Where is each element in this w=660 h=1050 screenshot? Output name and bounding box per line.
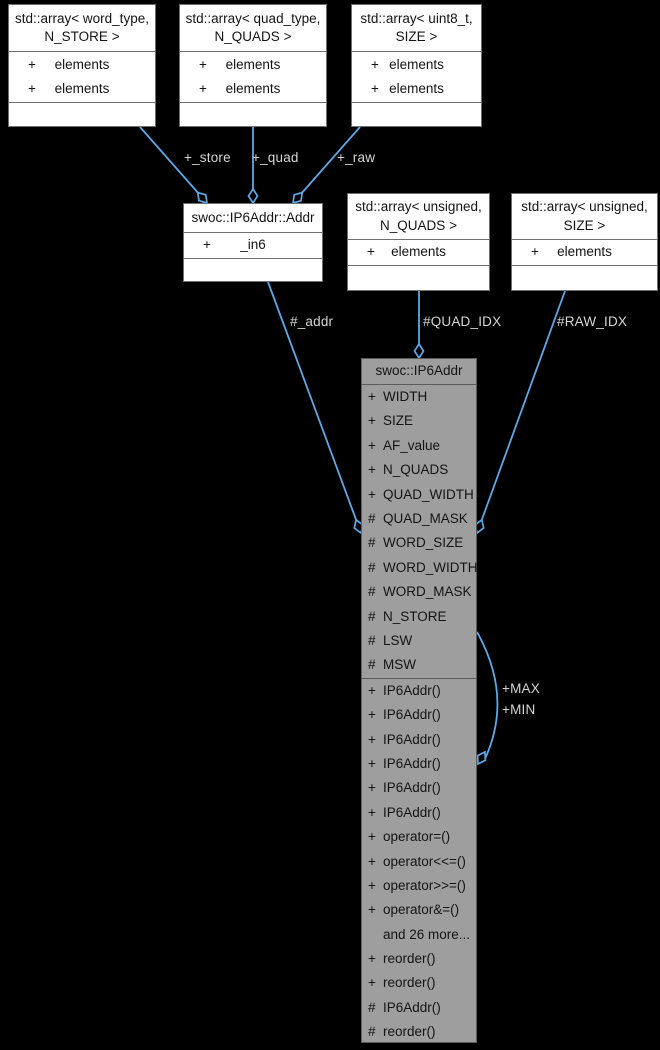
node-title: std::array< unsigned, N_QUADS >	[348, 194, 489, 240]
method-row: #reorder()	[368, 1024, 436, 1040]
aggregation-diamond-icon	[413, 342, 425, 360]
empty-compartment	[352, 102, 481, 126]
aggregation-diamond-icon	[247, 187, 259, 205]
edge-label-quad: +_quad	[252, 150, 299, 165]
attribute-row: +WIDTH	[368, 389, 428, 405]
method-row: #IP6Addr()	[368, 999, 441, 1015]
node-attributes: +WIDTH +SIZE +AF_value +N_QUADS +QUAD_WIDTH #…	[362, 385, 478, 678]
aggregation-diamond-icon	[196, 191, 209, 205]
node-title-line: std::array< unsigned,	[355, 199, 482, 215]
attribute-row: #WORD_MASK	[368, 584, 472, 600]
attribute-row: +AF_value	[368, 437, 441, 453]
attribute-row: +elements	[367, 244, 446, 260]
empty-compartment	[184, 258, 322, 281]
node-unsigned-size-array[interactable]: std::array< unsigned, SIZE > +elements	[511, 193, 658, 291]
attribute-row: +_in6	[203, 237, 266, 253]
edge-label-raw: +_raw	[337, 150, 376, 165]
attribute-row: +elements	[199, 56, 281, 72]
attribute-row: #WORD_SIZE	[368, 535, 464, 551]
node-attributes: +elements +elements	[352, 52, 481, 102]
node-word-type-array[interactable]: std::array< word_type, N_STORE > +elemen…	[8, 4, 156, 127]
empty-compartment	[512, 265, 657, 290]
attribute-row: +elements	[531, 244, 612, 260]
edge-addr	[267, 281, 362, 534]
node-methods: +IP6Addr() +IP6Addr() +IP6Addr() +IP6Addr()…	[362, 677, 476, 1045]
method-row: +IP6Addr()	[368, 707, 441, 723]
attribute-row: +elements	[28, 80, 110, 96]
method-row: +IP6Addr()	[368, 780, 441, 796]
edge-self-loop-max-min	[476, 631, 499, 762]
edge-label-max: +MAX	[502, 681, 540, 696]
empty-compartment	[180, 102, 326, 126]
node-attributes: +elements	[512, 240, 657, 265]
node-attributes: +elements	[348, 240, 489, 265]
edge-label-min: +MIN	[502, 702, 536, 717]
node-title: std::array< uint8_t, SIZE >	[352, 5, 481, 52]
attribute-row: #N_STORE	[368, 608, 447, 624]
attribute-row: #MSW	[368, 657, 416, 673]
edge-label-quad-idx: #QUAD_IDX	[423, 314, 502, 329]
method-row: +IP6Addr()	[368, 804, 441, 820]
edge-raw	[292, 126, 361, 204]
method-row: +IP6Addr()	[368, 682, 441, 698]
method-row: +reorder()	[368, 951, 436, 967]
method-row: +IP6Addr()	[368, 755, 441, 771]
node-title-line: std::array< quad_type,	[185, 10, 321, 26]
attribute-row: #WORD_WIDTH	[368, 559, 478, 575]
empty-compartment	[348, 265, 489, 290]
method-row: +operator=()	[368, 829, 451, 845]
node-title: swoc::IP6Addr	[362, 359, 476, 385]
attribute-row: +elements	[199, 80, 281, 96]
node-title-line: N_QUADS >	[380, 217, 457, 233]
attribute-row: #LSW	[368, 632, 413, 648]
node-title-line: N_QUADS >	[214, 29, 292, 44]
empty-compartment	[9, 102, 155, 126]
aggregation-diamond-icon	[476, 750, 487, 766]
node-title-line: N_STORE >	[44, 29, 120, 44]
node-title: std::array< quad_type, N_QUADS >	[180, 5, 326, 52]
attribute-row: +elements	[28, 56, 110, 72]
method-row: +operator<<=()	[368, 853, 466, 869]
node-title: std::array< word_type, N_STORE >	[9, 5, 155, 52]
node-title-line: swoc::IP6Addr::Addr	[191, 209, 315, 225]
node-ip6addr-main[interactable]: swoc::IP6Addr +WIDTH+SIZE+AF_value+N_QUA…	[361, 358, 478, 1045]
edge-label-store: +_store	[184, 150, 231, 165]
method-row: and 26 more...	[383, 926, 471, 942]
node-title-line: std::array< uint8_t,	[360, 10, 473, 26]
node-attributes: +_in6	[184, 233, 322, 258]
attribute-row: +N_QUADS	[368, 462, 449, 478]
edge-label-addr: #_addr	[290, 314, 334, 329]
node-title-line: std::array< word_type,	[15, 10, 149, 26]
attribute-row: +elements	[371, 56, 444, 72]
method-row: +IP6Addr()	[368, 731, 441, 747]
attribute-row: +elements	[371, 80, 444, 96]
node-uint8-array[interactable]: std::array< uint8_t, SIZE > +elements+el…	[351, 4, 482, 127]
method-row: +operator&=()	[368, 902, 460, 918]
node-title: swoc::IP6Addr::Addr	[184, 204, 322, 233]
node-quad-type-array[interactable]: std::array< quad_type, N_QUADS > +elemen…	[179, 4, 327, 127]
method-row: +reorder()	[368, 975, 436, 991]
node-title-line: SIZE >	[563, 217, 606, 233]
edge-store	[139, 126, 208, 204]
attribute-row: +QUAD_WIDTH	[368, 486, 474, 502]
attribute-row: +SIZE	[368, 413, 414, 429]
node-attributes: +elements +elements	[180, 52, 326, 102]
node-ip6addr-addr[interactable]: swoc::IP6Addr::Addr +_in6	[183, 203, 323, 282]
node-title-line: std::array< unsigned,	[521, 199, 648, 215]
node-title-line: swoc::IP6Addr	[375, 363, 463, 379]
method-row: +operator>>=()	[368, 877, 466, 893]
node-title: std::array< unsigned, SIZE >	[512, 194, 657, 240]
node-title-line: SIZE >	[395, 29, 438, 44]
aggregation-diamond-icon	[291, 191, 304, 205]
edge-label-raw-idx: #RAW_IDX	[557, 314, 628, 329]
node-attributes: +elements +elements	[9, 52, 155, 102]
edge-raw-idx	[476, 290, 566, 534]
node-unsigned-nquads-array[interactable]: std::array< unsigned, N_QUADS > +element…	[347, 193, 490, 291]
attribute-row: #QUAD_MASK	[368, 511, 468, 527]
